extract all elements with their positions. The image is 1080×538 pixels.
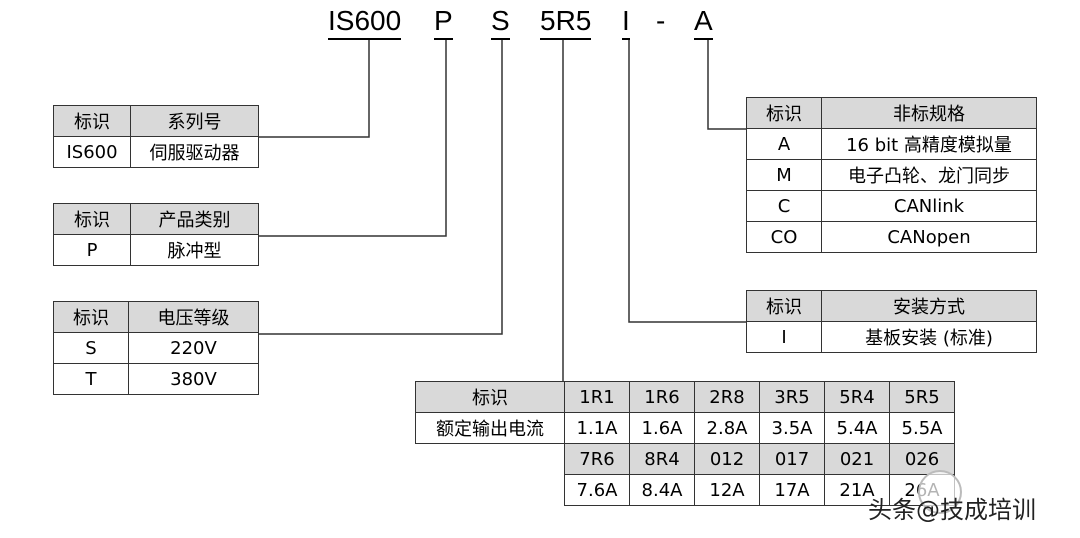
type-cell-desc: 脉冲型 (130, 234, 259, 266)
series-table: 标识 系列号 IS600 伺服驱动器 (53, 105, 259, 168)
current-code: 5R5 (889, 381, 955, 413)
current-code: 026 (889, 443, 955, 475)
watermark: 头条@技成培训 (868, 496, 1036, 524)
series-header-name: 系列号 (130, 105, 259, 137)
voltage-table: 标识 电压等级 S 220V T 380V (53, 301, 259, 395)
type-cell-id: P (53, 234, 131, 266)
type-connector (258, 38, 447, 237)
current-code: 012 (694, 443, 760, 475)
current-value: 5.5A (889, 412, 955, 444)
series-cell-id: IS600 (53, 136, 131, 168)
nonstandard-table: 标识 非标规格 A 16 bit 高精度模拟量 M 电子凸轮、龙门同步 C CA… (746, 97, 1037, 253)
install-table: 标识 安装方式 I 基板安装 (标准) (746, 290, 1037, 353)
current-value: 1.6A (629, 412, 695, 444)
type-header-id: 标识 (53, 203, 131, 235)
current-code: 5R4 (824, 381, 890, 413)
code-type: P (434, 4, 453, 40)
nonstandard-cell-id: A (746, 128, 822, 160)
code-voltage: S (491, 4, 510, 40)
nonstandard-cell-desc: 电子凸轮、龙门同步 (821, 159, 1037, 191)
current-value: 2.8A (694, 412, 760, 444)
current-value: 5.4A (824, 412, 890, 444)
nonstandard-cell-desc: CANopen (821, 221, 1037, 253)
current-code: 1R1 (564, 381, 630, 413)
voltage-header-name: 电压等级 (128, 301, 259, 333)
code-separator: - (656, 5, 666, 36)
install-connector (628, 38, 746, 323)
current-value: 17A (759, 474, 825, 506)
code-install: I (622, 4, 630, 40)
voltage-connector (258, 38, 503, 335)
nonstandard-connector (707, 38, 746, 130)
current-code: 7R6 (564, 443, 630, 475)
current-value: 7.6A (564, 474, 630, 506)
current-code: 1R6 (629, 381, 695, 413)
current-code: 021 (824, 443, 890, 475)
type-header-name: 产品类别 (130, 203, 259, 235)
install-header-name: 安装方式 (821, 290, 1037, 322)
current-empty-cell (416, 444, 565, 475)
voltage-cell-id: S (53, 332, 129, 364)
current-label-output: 额定输出电流 (415, 412, 565, 444)
series-connector (258, 38, 370, 138)
install-header-id: 标识 (746, 290, 822, 322)
current-value: 21A (824, 474, 890, 506)
type-table: 标识 产品类别 P 脉冲型 (53, 203, 259, 266)
current-code: 2R8 (694, 381, 760, 413)
watermark-logo-icon (918, 470, 962, 514)
current-value: 12A (694, 474, 760, 506)
voltage-cell-value: 380V (128, 363, 259, 395)
nonstandard-header-id: 标识 (746, 97, 822, 129)
code-series: IS600 (328, 4, 402, 40)
voltage-header-id: 标识 (53, 301, 129, 333)
current-label-id: 标识 (415, 381, 565, 413)
nonstandard-header-name: 非标规格 (821, 97, 1037, 129)
current-code: 017 (759, 443, 825, 475)
nonstandard-cell-id: CO (746, 221, 822, 253)
code-current: 5R5 (540, 4, 592, 40)
code-nonstandard: A (694, 4, 713, 40)
nonstandard-cell-id: C (746, 190, 822, 222)
voltage-cell-value: 220V (128, 332, 259, 364)
voltage-cell-id: T (53, 363, 129, 395)
install-cell-desc: 基板安装 (标准) (821, 321, 1037, 353)
series-cell-desc: 伺服驱动器 (130, 136, 259, 168)
nonstandard-cell-desc: 16 bit 高精度模拟量 (821, 128, 1037, 160)
series-header-id: 标识 (53, 105, 131, 137)
install-cell-id: I (746, 321, 822, 353)
current-value: 8.4A (629, 474, 695, 506)
current-value: 3.5A (759, 412, 825, 444)
nonstandard-cell-desc: CANlink (821, 190, 1037, 222)
nonstandard-cell-id: M (746, 159, 822, 191)
current-code: 8R4 (629, 443, 695, 475)
current-empty-cell (416, 475, 565, 506)
current-value: 1.1A (564, 412, 630, 444)
current-table: 标识 1R1 1R6 2R8 3R5 5R4 5R5 额定输出电流 1.1A 1… (415, 381, 955, 506)
current-code: 3R5 (759, 381, 825, 413)
